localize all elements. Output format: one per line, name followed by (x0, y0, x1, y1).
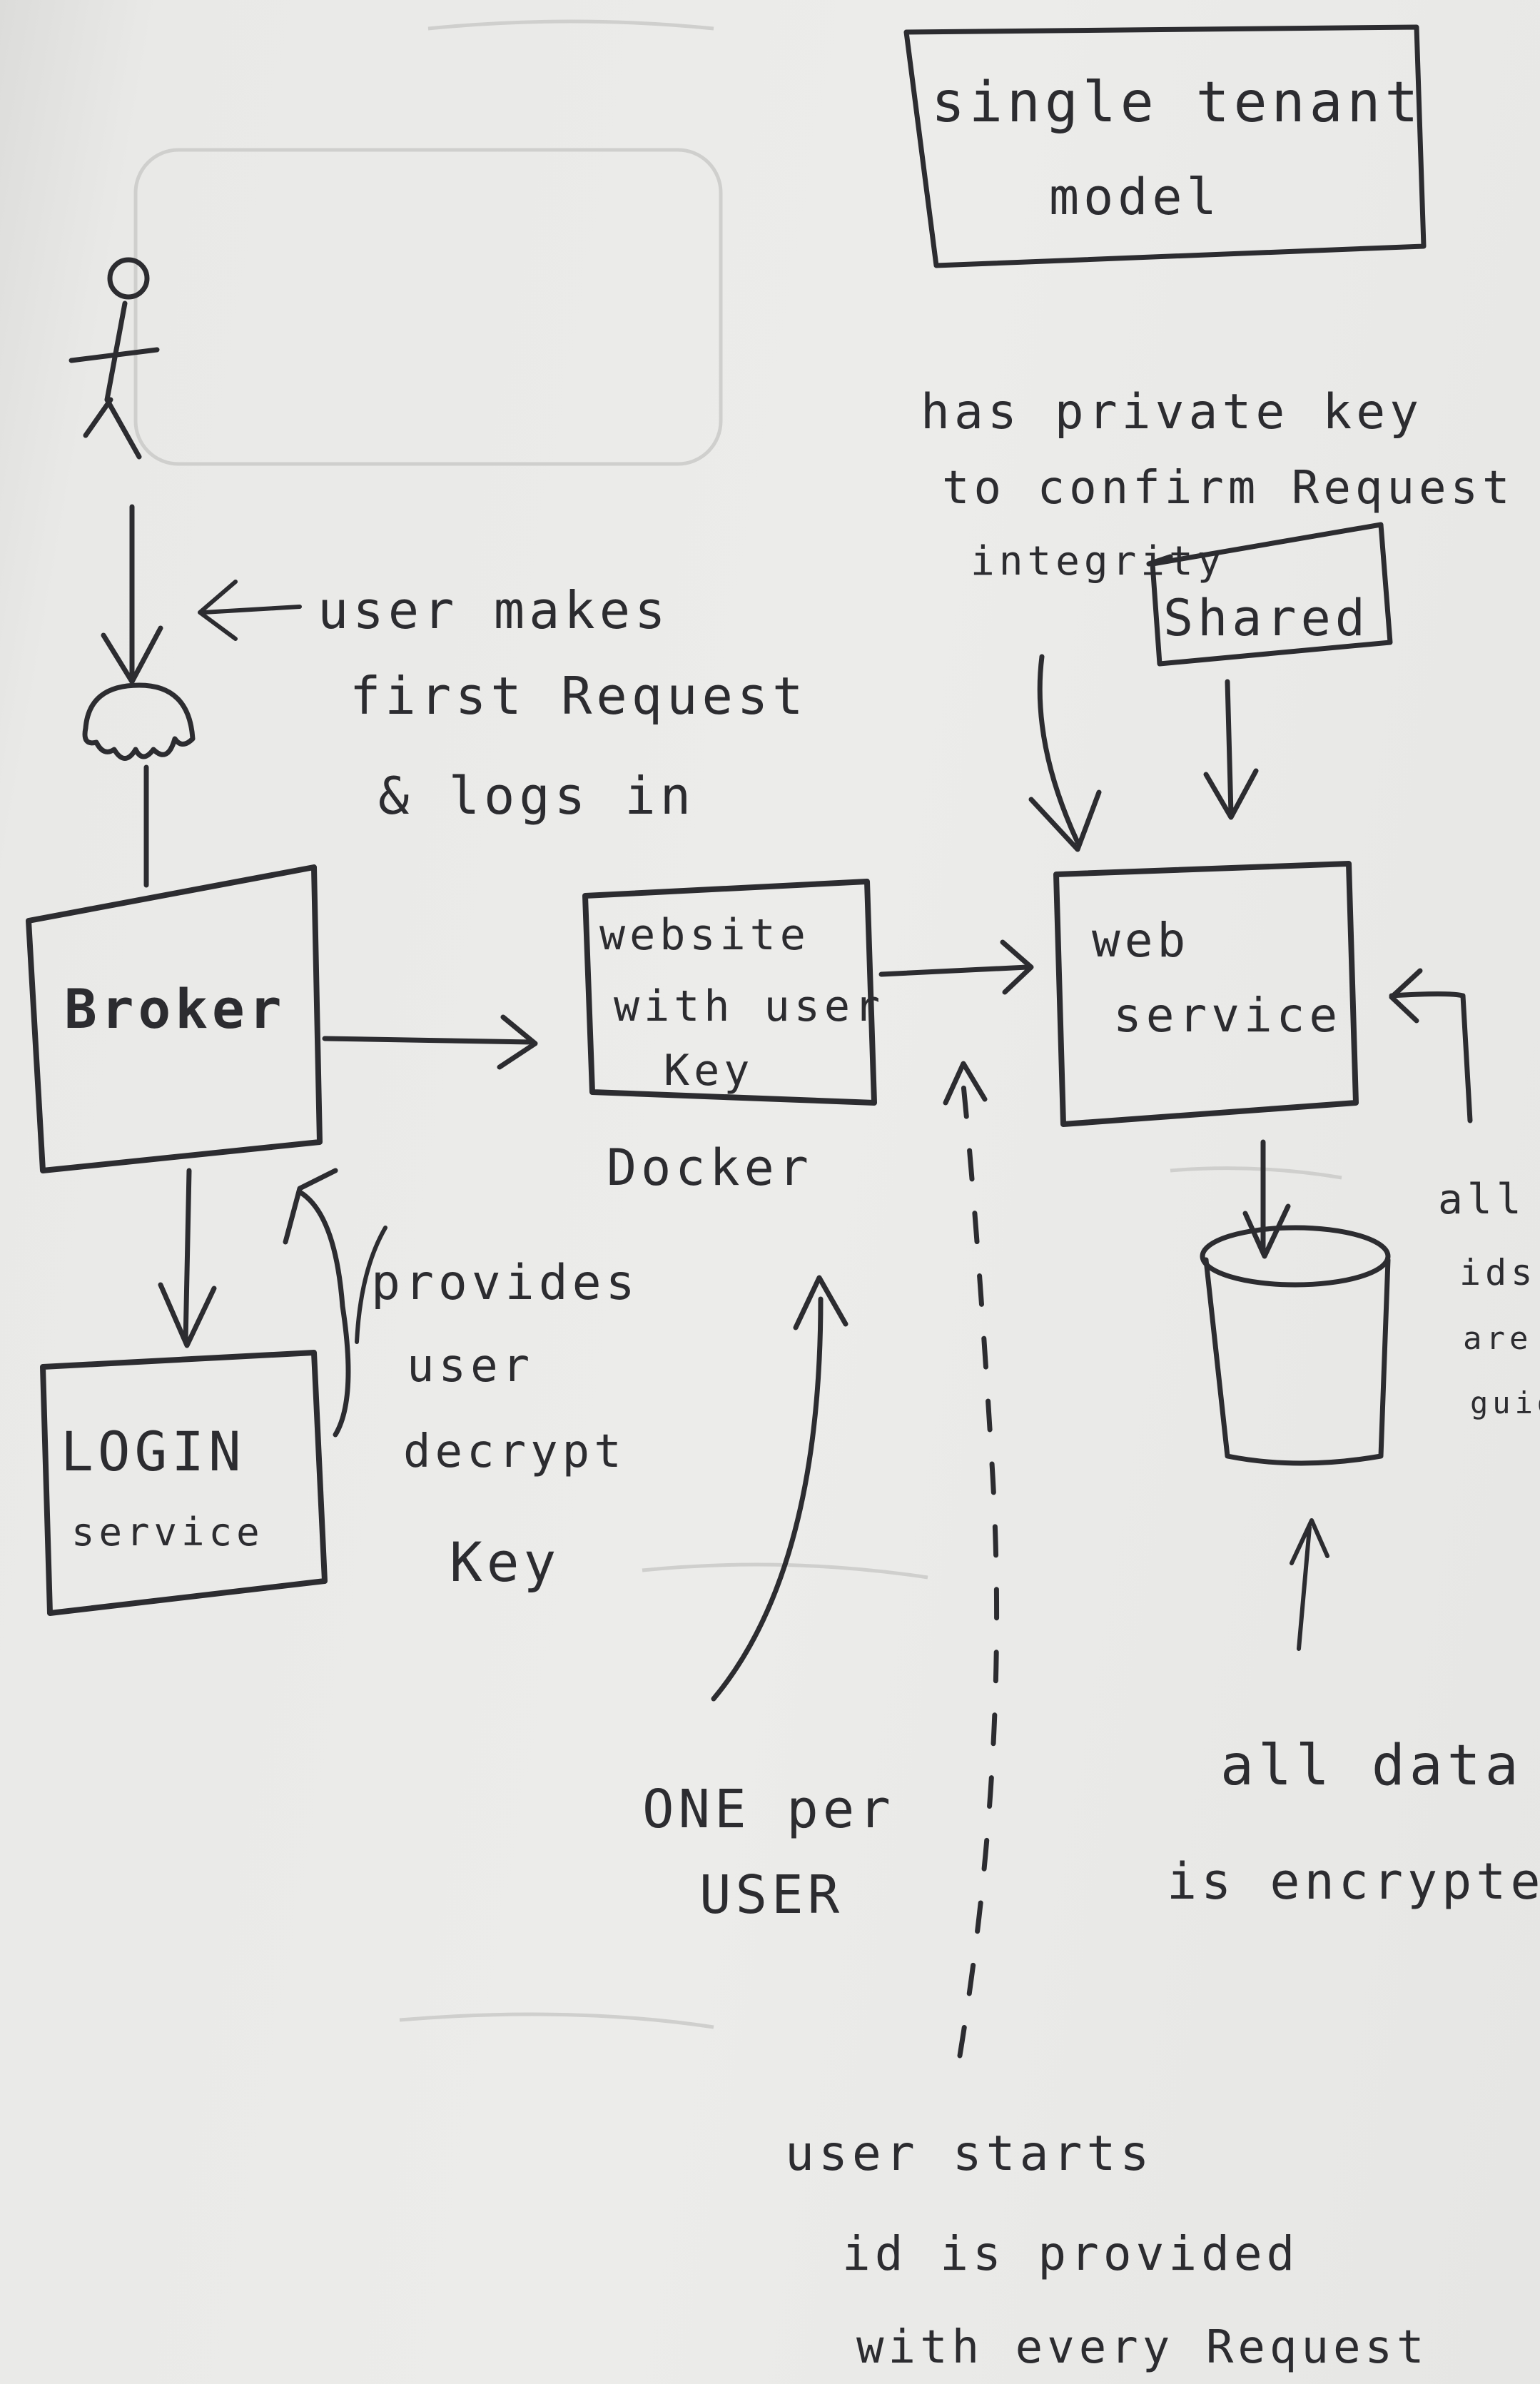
web-service-line-1: web (1092, 913, 1190, 968)
web-service-line-2: service (1113, 988, 1342, 1043)
encrypted-note-line-1: all data (1220, 1734, 1523, 1798)
login-service-box (40, 1350, 328, 1616)
broker-label: Broker (64, 977, 286, 1041)
user-to-gateway-arrow (101, 504, 163, 685)
private-key-note-line-1: has private key (921, 384, 1423, 440)
private-key-note-line-2: to confirm Request (942, 462, 1514, 515)
container-to-web-service-arrow (878, 939, 1034, 995)
ids-note-line-4: guid (1470, 1385, 1540, 1420)
user-note-line-3: & logs in (378, 766, 695, 826)
login-service-line-2: service (71, 1510, 264, 1555)
container-line-1: website (599, 910, 810, 960)
provides-note-line-4: Key (450, 1530, 560, 1594)
shared-box (1146, 522, 1393, 667)
one-per-user-line-1: ONE per (642, 1779, 895, 1840)
user-id-note-line-2: id is provided (842, 2226, 1299, 2281)
title-line-1: single tenant (931, 71, 1422, 135)
ids-note-line-3: are (1463, 1320, 1532, 1357)
provides-note-bracket (355, 1226, 387, 1344)
user-note-line-1: user makes (318, 580, 669, 640)
one-per-user-arrow (711, 1275, 848, 1702)
broker-box (26, 864, 323, 1173)
encrypted-note-line-2: is encrypted (1167, 1852, 1540, 1911)
container-line-2: with user (614, 981, 884, 1031)
provides-note-line-1: provides (371, 1255, 639, 1311)
user-id-arrow-head (943, 1061, 988, 1106)
database-cylinder-icon (1200, 1225, 1391, 1466)
ids-note-arrow (1389, 968, 1473, 1123)
container-box (582, 879, 877, 1106)
user-id-note-line-3: with every Request (856, 2321, 1429, 2374)
provides-note-line-2: user (407, 1340, 534, 1393)
user-id-note-line-1: user starts (785, 2126, 1153, 2182)
container-line-3: Key (664, 1046, 754, 1096)
user-id-dashed-arrow (957, 1082, 1000, 2059)
one-per-user-line-2: USER (699, 1864, 844, 1926)
broker-to-login-arrow (158, 1168, 217, 1348)
provides-note-line-3: decrypt (403, 1425, 626, 1478)
title-box (903, 24, 1427, 268)
ids-note-line-1: all (1438, 1175, 1526, 1223)
login-to-broker-arrow (283, 1168, 351, 1438)
gateway-umbrella-icon (82, 682, 196, 888)
user-note-line-2: first Request (350, 666, 808, 726)
shared-arrow (1203, 679, 1259, 820)
private-key-note-line-3: integrity (971, 538, 1225, 585)
private-key-arrow (1028, 654, 1102, 852)
bleed-through-marks (133, 19, 1342, 2029)
title-line-2: model (1049, 168, 1221, 226)
web-service-box (1053, 861, 1359, 1127)
login-service-line-1: LOGIN (61, 1420, 245, 1483)
shared-label: Shared (1163, 589, 1369, 647)
user-stick-figure-icon (69, 257, 160, 460)
note-pointer-arrow (198, 580, 302, 641)
broker-to-container-arrow (322, 1014, 538, 1070)
encrypted-note-arrow (1290, 1518, 1329, 1651)
ids-note-line-2: ids (1459, 1252, 1536, 1293)
container-caption-docker: Docker (607, 1138, 813, 1197)
web-service-to-database-arrow (1242, 1139, 1291, 1259)
